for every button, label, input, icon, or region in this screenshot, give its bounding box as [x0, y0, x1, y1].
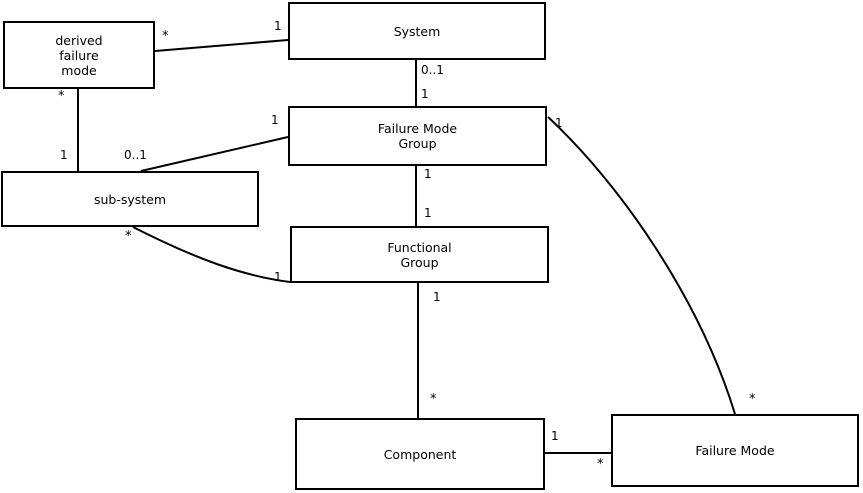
class-box-component[interactable]: Component [295, 418, 545, 490]
mult-subsystem-dfm-one: 1 [60, 148, 68, 162]
association-edge-sub-system--functional-group [132, 226, 291, 283]
class-box-system[interactable]: System [288, 2, 546, 60]
association-edge-sub-system--failure-mode-group [140, 136, 289, 172]
class-box-failure-mode[interactable]: Failure Mode [611, 414, 859, 487]
class-box-label-failure-mode: Failure Mode [695, 443, 775, 458]
association-edge-failure-mode-group--failure-mode [547, 116, 736, 415]
class-box-label-functional-group: Functional Group [387, 239, 452, 270]
class-box-label-derived-failure-mode: derived failure mode [55, 32, 103, 78]
mult-fmg-fg-one: 1 [424, 167, 432, 181]
mult-subsystem-fg-star: * [125, 229, 132, 244]
mult-fg-subsystem-one: 1 [274, 270, 282, 284]
mult-system-fmg-zero-one: 0..1 [421, 63, 444, 77]
mult-fm-component-star: * [597, 457, 604, 472]
class-box-failure-mode-group[interactable]: Failure Mode Group [288, 106, 547, 166]
mult-fmg-fm-one: 1 [555, 116, 563, 130]
mult-component-fg-star: * [430, 392, 437, 407]
class-box-functional-group[interactable]: Functional Group [290, 226, 549, 283]
mult-fg-fmg-one: 1 [424, 206, 432, 220]
mult-fm-fmg-star: * [749, 392, 756, 407]
class-box-label-component: Component [383, 446, 457, 462]
mult-fg-component-one: 1 [433, 290, 441, 304]
mult-component-fm-one: 1 [551, 429, 559, 443]
class-box-sub-system[interactable]: sub-system [1, 171, 259, 227]
class-box-label-system: System [393, 23, 441, 39]
mult-subsystem-fmg-zero-one: 0..1 [124, 148, 147, 162]
class-box-label-sub-system: sub-system [93, 191, 167, 207]
class-box-derived-failure-mode[interactable]: derived failure mode [3, 21, 155, 89]
mult-fmg-system-one: 1 [421, 87, 429, 101]
class-box-label-failure-mode-group: Failure Mode Group [377, 121, 458, 151]
mult-dfm-system-star: * [162, 29, 169, 44]
mult-dfm-subsystem-star: * [58, 89, 65, 104]
association-edge-derived-failure-mode--system [154, 39, 289, 52]
mult-system-dfm-one: 1 [274, 19, 282, 33]
mult-fmg-subsystem-one: 1 [271, 113, 279, 127]
